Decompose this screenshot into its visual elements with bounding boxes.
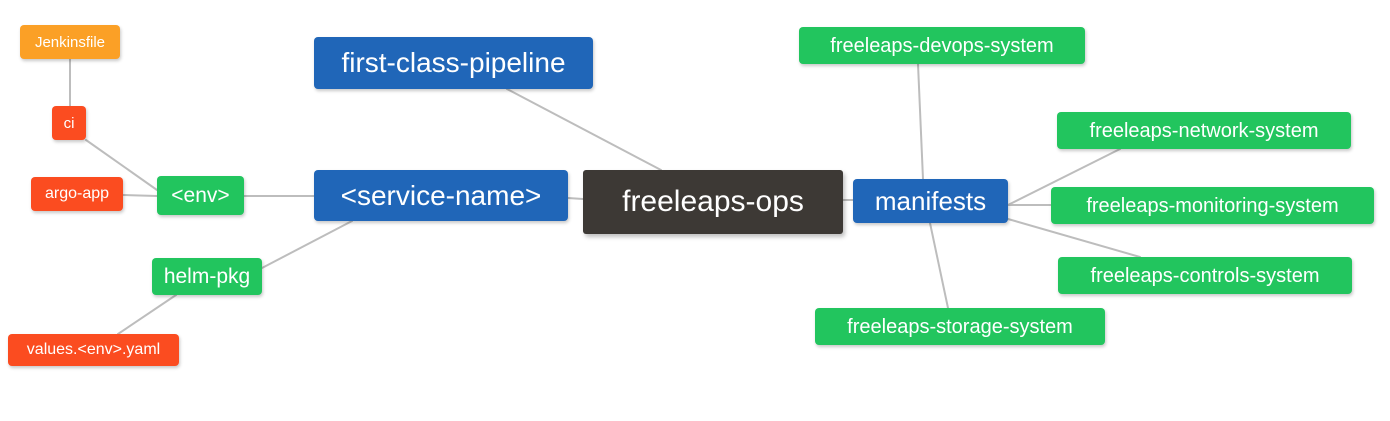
node-jenkinsfile[interactable]: Jenkinsfile [20,25,120,59]
node-env[interactable]: <env> [157,176,244,215]
node-label-env: <env> [171,184,230,207]
node-first-class-pipeline[interactable]: first-class-pipeline [314,37,593,89]
node-label-freeleaps-ops: freeleaps-ops [622,185,804,218]
edge-manifests-to-freeleaps-devops-system [917,63,924,180]
node-label-jenkinsfile: Jenkinsfile [34,33,106,51]
node-values-yaml[interactable]: values.<env>.yaml [8,334,179,366]
node-freeleaps-controls-system[interactable]: freeleaps-controls-system [1058,257,1352,294]
node-label-freeleaps-storage-system: freeleaps-storage-system [847,315,1073,338]
node-freeleaps-ops[interactable]: freeleaps-ops [583,170,843,234]
node-label-service-name: <service-name> [340,179,542,211]
node-freeleaps-storage-system[interactable]: freeleaps-storage-system [815,308,1105,345]
node-label-first-class-pipeline: first-class-pipeline [341,47,566,78]
node-label-helm-pkg: helm-pkg [163,265,251,288]
node-label-manifests: manifests [874,186,987,216]
node-label-argo-app: argo-app [44,185,110,202]
node-label-ci: ci [63,114,75,132]
node-label-freeleaps-monitoring-system: freeleaps-monitoring-system [1086,194,1339,217]
edge-values-yaml-to-helm-pkg [117,294,177,335]
node-freeleaps-devops-system[interactable]: freeleaps-devops-system [799,27,1085,64]
node-ci[interactable]: ci [52,106,86,140]
node-label-freeleaps-devops-system: freeleaps-devops-system [830,34,1054,57]
edge-manifests-to-freeleaps-storage-system [929,222,949,309]
node-label-freeleaps-controls-system: freeleaps-controls-system [1090,264,1320,287]
node-helm-pkg[interactable]: helm-pkg [152,258,262,295]
edge-manifests-to-freeleaps-controls-system [1007,218,1141,258]
edge-service-name-to-freeleaps-ops [567,197,584,200]
node-freeleaps-network-system[interactable]: freeleaps-network-system [1057,112,1351,149]
edge-helm-pkg-to-service-name [261,220,353,269]
edge-first-class-pipeline-to-freeleaps-ops [506,88,662,171]
node-label-values-yaml: values.<env>.yaml [26,341,161,358]
edge-argo-app-to-env [122,194,158,197]
node-label-freeleaps-network-system: freeleaps-network-system [1089,119,1319,142]
node-service-name[interactable]: <service-name> [314,170,568,221]
node-freeleaps-monitoring-system[interactable]: freeleaps-monitoring-system [1051,187,1374,224]
node-argo-app[interactable]: argo-app [31,177,123,211]
node-manifests[interactable]: manifests [853,179,1008,223]
